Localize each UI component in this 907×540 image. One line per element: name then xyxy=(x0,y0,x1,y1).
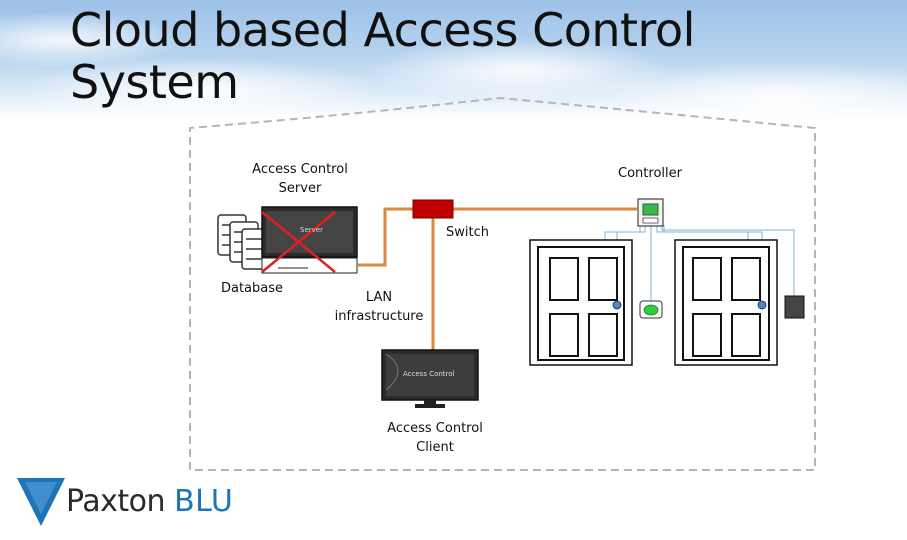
logo-wordmark: Paxton BLU xyxy=(66,484,233,520)
database-label: Database xyxy=(220,281,284,296)
server-label: Access Control Server xyxy=(252,162,348,196)
disabled-cross-icon xyxy=(261,211,336,273)
controller-label: Controller xyxy=(618,166,682,181)
logo-product: BLU xyxy=(174,484,234,519)
reader-1-led xyxy=(643,304,659,316)
client-label: Access Control Client xyxy=(387,421,483,455)
client-computer-icon xyxy=(381,349,479,408)
reader-2-icon xyxy=(784,295,805,319)
server-screen-text: Server xyxy=(300,226,323,234)
slide-title: Cloud based Access Control System xyxy=(70,3,695,109)
controller-icon xyxy=(637,198,664,227)
lan-label: LAN infrastructure xyxy=(334,290,424,324)
door-2-sensor xyxy=(757,300,767,310)
switch-box xyxy=(412,199,454,219)
cloud-boundary xyxy=(189,96,816,471)
door-1-sensor xyxy=(612,300,622,310)
client-screen-text: Access Control xyxy=(403,370,455,378)
network-cables xyxy=(358,207,637,350)
server-computer-icon xyxy=(261,206,358,274)
paxton-logo-icon xyxy=(17,478,65,526)
sky-banner xyxy=(0,0,907,118)
door-1-icon xyxy=(529,239,633,366)
logo-brand: Paxton xyxy=(66,484,166,519)
switch-label: Switch xyxy=(446,225,489,240)
